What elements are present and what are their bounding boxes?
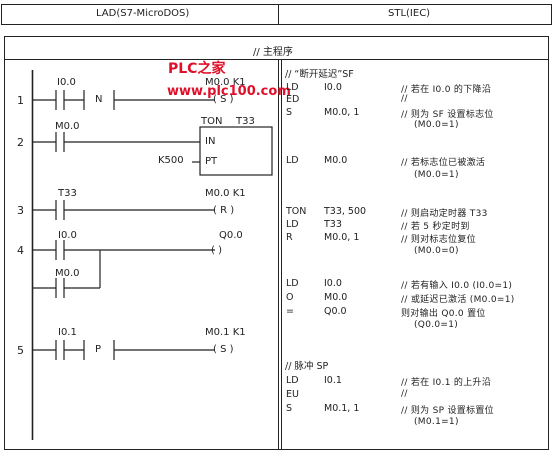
stl-column-title: STL(IEC) — [388, 8, 431, 19]
stl-comment: (M0.0=0) — [414, 246, 459, 256]
timer-in-pin: IN — [205, 136, 216, 147]
stl-comment: // 或延迟已激活 (M0.0=1) — [401, 295, 515, 305]
stl-comment: // 则启动定时器 T33 — [401, 209, 488, 219]
stl-comment: // 则对标志位复位 — [401, 235, 476, 245]
rung5-pos-edge-box: P — [95, 344, 102, 355]
stl-arg: M0.1, 1 — [324, 403, 360, 414]
main-program-title: // 主程序 — [253, 47, 293, 58]
stl-arg: I0.1 — [324, 375, 342, 386]
stl-arg: T33, 500 — [324, 206, 367, 217]
rung3-coil-label: M0.0 K1 — [205, 188, 246, 199]
stl-comment: // 若标志位已被激活 — [401, 158, 486, 168]
rung-number: 5 — [17, 344, 24, 357]
rung-number: 3 — [17, 204, 24, 217]
stl-op: LD — [286, 278, 299, 289]
stl-comment: 则对输出 Q0.0 置位 — [401, 309, 486, 319]
stl-section-title: // “断开延迟”SF — [285, 69, 354, 80]
stl-op: LD — [286, 375, 299, 386]
stl-op: S — [286, 107, 293, 118]
rung1-neg-edge-box: N — [95, 94, 103, 105]
timer-type: TON — [201, 116, 223, 127]
rung-number: 4 — [17, 244, 24, 257]
rung3-contact-label: T33 — [58, 188, 77, 199]
stl-op: S — [286, 403, 293, 414]
stl-comment: // 则为 SP 设置标置位 — [401, 406, 494, 416]
timer-box — [199, 126, 273, 176]
timer-preset: K500 — [158, 155, 184, 166]
stl-arg: M0.0 — [324, 155, 348, 166]
stl-comment: // 则为 SF 设置标志位 — [401, 110, 494, 120]
stl-arg: I0.0 — [324, 278, 342, 289]
rung5-coil: ( S ) — [213, 344, 234, 355]
watermark-name: PLC之家 — [168, 61, 226, 77]
stl-op: TON — [286, 206, 307, 217]
rung1-coil: ( S ) — [213, 94, 234, 105]
rung5-contact-label: I0.1 — [58, 327, 77, 338]
stl-comment: // — [401, 94, 408, 104]
stl-comment: // 若在 I0.0 的下降沿 — [401, 85, 492, 95]
stl-comment: (M0.1=1) — [414, 417, 459, 427]
rung4-coil-label: Q0.0 — [219, 230, 243, 241]
rung4-branch-contact-label: M0.0 — [55, 268, 80, 279]
main-frame — [4, 36, 549, 450]
timer-name: T33 — [236, 116, 255, 127]
stl-arg: T33 — [324, 219, 342, 230]
stl-comment: // — [401, 389, 408, 399]
rung1-contact-label: I0.0 — [57, 77, 76, 88]
stl-arg: M0.0 — [324, 292, 348, 303]
stl-op: ED — [286, 94, 300, 105]
stl-op: R — [286, 232, 293, 243]
stl-comment: (M0.0=1) — [414, 120, 459, 130]
ladder-column-title: LAD(S7-MicroDOS) — [96, 8, 190, 19]
stl-op: O — [286, 292, 294, 303]
stl-comment: (M0.0=1) — [414, 170, 459, 180]
rung5-coil-label: M0.1 K1 — [205, 327, 246, 338]
stl-arg: Q0.0 — [324, 306, 347, 317]
stl-comment: // 若在 I0.1 的上升沿 — [401, 378, 492, 388]
timer-pt-pin: PT — [205, 156, 218, 167]
header-table-border — [1, 4, 552, 25]
stl-arg: I0.0 — [324, 82, 342, 93]
stl-op: LD — [286, 82, 299, 93]
rung3-coil: ( R ) — [213, 205, 235, 216]
rung-number: 2 — [17, 136, 24, 149]
rung4-coil: ( ) — [211, 245, 222, 256]
stl-op: EU — [286, 389, 299, 400]
stl-comment: // 若 5 秒定时到 — [401, 222, 470, 232]
rung-number: 1 — [17, 94, 24, 107]
stl-op: LD — [286, 155, 299, 166]
rung1-coil-label: M0.0 K1 — [205, 77, 246, 88]
stl-comment: // 若有输入 I0.0 (I0.0=1) — [401, 281, 513, 291]
stl-comment: (Q0.0=1) — [414, 320, 459, 330]
stl-op: = — [286, 306, 294, 317]
rung4-contact-label: I0.0 — [58, 230, 77, 241]
stl-section-title: // 脉冲 SP — [285, 361, 329, 372]
stl-arg: M0.0, 1 — [324, 232, 360, 243]
stl-arg: M0.0, 1 — [324, 107, 360, 118]
watermark-url: www.plc100.com — [167, 84, 291, 99]
stl-op: LD — [286, 219, 299, 230]
rung2-contact-label: M0.0 — [55, 121, 80, 132]
